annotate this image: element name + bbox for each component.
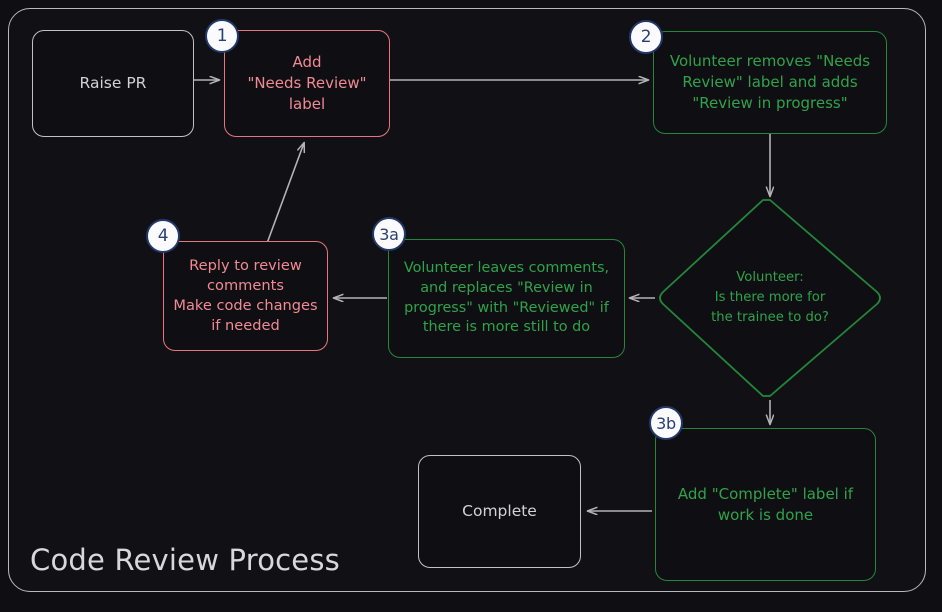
node-reply-to-review-label: Reply to review comments Make code chang… bbox=[173, 256, 318, 335]
step-badge-1-label: 1 bbox=[216, 26, 228, 46]
step-badge-3b-label: 3b bbox=[656, 413, 676, 433]
step-badge-3a-label: 3a bbox=[379, 224, 399, 244]
node-volunteer-comments[interactable]: Volunteer leaves comments, and replaces … bbox=[388, 239, 625, 358]
diagram-title: Code Review Process bbox=[30, 543, 340, 577]
node-decision-more-work[interactable]: Volunteer: Is there more for the trainee… bbox=[655, 196, 885, 400]
step-badge-4-label: 4 bbox=[157, 226, 169, 246]
node-raise-pr-label: Raise PR bbox=[79, 73, 147, 92]
diamond-shape bbox=[659, 199, 881, 397]
step-badge-1[interactable]: 1 bbox=[205, 19, 239, 53]
node-raise-pr[interactable]: Raise PR bbox=[32, 30, 194, 137]
node-add-complete-label[interactable]: Add "Complete" label if work is done bbox=[655, 428, 876, 581]
node-add-label[interactable]: Add "Needs Review" label bbox=[224, 30, 390, 137]
step-badge-2-label: 2 bbox=[640, 27, 652, 47]
node-volunteer-takes-label: Volunteer removes "Needs Review" label a… bbox=[669, 52, 871, 112]
node-complete[interactable]: Complete bbox=[418, 455, 581, 568]
step-badge-2[interactable]: 2 bbox=[629, 20, 663, 54]
step-badge-4[interactable]: 4 bbox=[146, 219, 180, 253]
node-volunteer-comments-label: Volunteer leaves comments, and replaces … bbox=[403, 259, 610, 336]
node-reply-to-review[interactable]: Reply to review comments Make code chang… bbox=[163, 241, 328, 351]
node-add-complete-label-label: Add "Complete" label if work is done bbox=[677, 484, 854, 524]
node-volunteer-takes[interactable]: Volunteer removes "Needs Review" label a… bbox=[653, 31, 887, 134]
node-complete-label: Complete bbox=[462, 501, 537, 520]
node-decision-label: Volunteer: Is there more for the trainee… bbox=[711, 270, 829, 325]
step-badge-3b[interactable]: 3b bbox=[649, 406, 683, 440]
node-add-label-label: Add "Needs Review" label bbox=[247, 53, 367, 113]
step-badge-3a[interactable]: 3a bbox=[372, 217, 406, 251]
